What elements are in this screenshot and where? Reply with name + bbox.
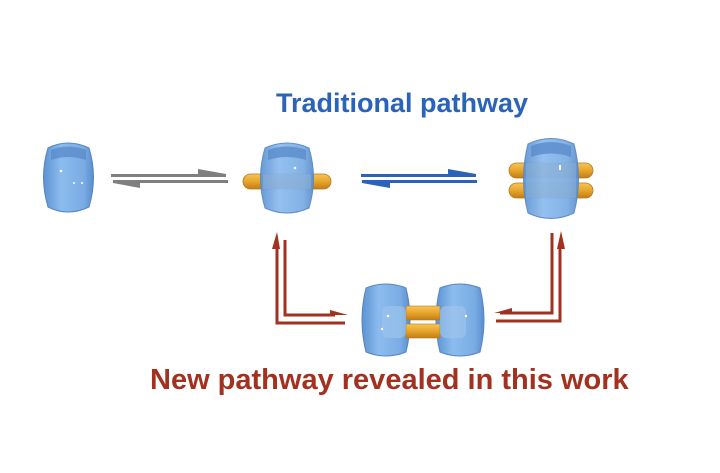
traditional-equilibrium-arrows [361, 169, 477, 188]
guest-inside-left [382, 306, 406, 338]
forward-arrow-shaft [361, 174, 476, 177]
new-pathway-arrows-right [496, 233, 562, 323]
empty-capsule [43, 142, 94, 213]
capsule-one-guest [242, 142, 332, 214]
reverse-arrow-shaft [362, 180, 477, 183]
capsule-highlight [380, 327, 384, 331]
new-pathway-label: New pathway revealed in this work [150, 364, 629, 396]
capsule-highlight [293, 166, 297, 170]
capsule-two-guests [508, 138, 594, 219]
arrow-to-dimer [283, 240, 335, 317]
traditional-pathway-label: Traditional pathway [276, 88, 529, 118]
guests-through-capsule [526, 163, 576, 198]
arrowhead-up-right [557, 231, 565, 249]
arrowhead-right-left [330, 310, 348, 315]
capsule-rim [268, 146, 306, 160]
capsule-highlight [81, 182, 83, 184]
reverse-arrow-shaft [113, 180, 228, 183]
arrow-to-dimer-from-two-guests [500, 233, 554, 315]
capsule-body [523, 138, 579, 219]
capsule-highlight [73, 182, 75, 184]
forward-arrowhead [448, 169, 476, 174]
gray-equilibrium-arrows [111, 169, 228, 188]
arrowhead-up-left [272, 232, 280, 249]
capsule-highlight [464, 314, 468, 318]
guest-inside-right [440, 306, 466, 338]
capsule-highlight [59, 169, 63, 173]
arrow-to-one-guest [275, 245, 345, 325]
reverse-arrowhead [362, 183, 390, 188]
capsule-body [43, 142, 94, 213]
forward-arrowhead [198, 169, 226, 174]
reverse-arrowhead [113, 183, 140, 188]
bridge-guest-bottom [405, 323, 441, 339]
forward-arrow-shaft [111, 174, 226, 177]
capsule-highlight [559, 165, 561, 170]
new-pathway-arrows-left [275, 240, 345, 325]
bridge-guest-top [405, 305, 441, 321]
arrowhead-left-right [494, 308, 512, 313]
capsule-highlight [386, 314, 390, 318]
capsule-rim [531, 142, 571, 157]
dimer-intermediate [361, 283, 485, 357]
guest-through-capsule [263, 174, 311, 189]
arrow-to-two-guests [496, 245, 562, 323]
capsule-rim [51, 146, 86, 160]
